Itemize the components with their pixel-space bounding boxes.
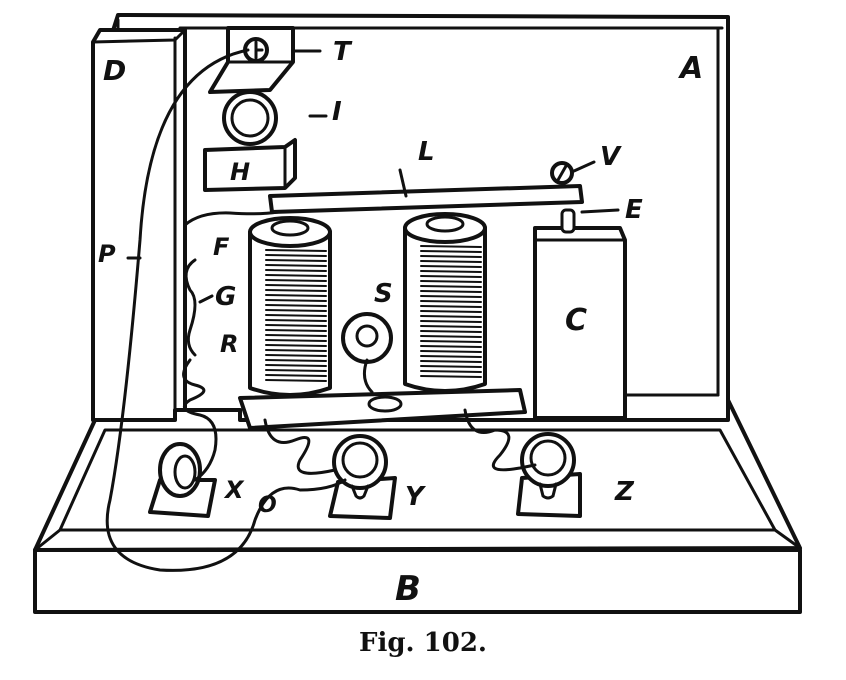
label-t: T	[333, 37, 353, 67]
coil-winding	[420, 360, 482, 363]
coil-winding	[420, 285, 482, 288]
coil-winding	[265, 299, 327, 302]
coil-winding	[420, 305, 482, 308]
label-h: H	[230, 158, 250, 186]
coil-winding	[265, 324, 327, 327]
coil-winding	[265, 329, 327, 332]
coil-winding	[420, 350, 482, 353]
coil-winding	[265, 309, 327, 312]
coil-winding	[420, 330, 482, 333]
coil-winding	[420, 280, 482, 283]
label-v: V	[600, 142, 622, 172]
coil-winding	[265, 359, 327, 362]
coil-winding	[265, 269, 327, 272]
coil-winding	[265, 369, 327, 372]
coil-winding	[265, 379, 327, 382]
binding-post-y	[328, 434, 397, 520]
coil-winding	[420, 320, 482, 323]
label-p: P	[98, 240, 116, 268]
label-s: S	[374, 279, 393, 309]
coil-winding	[420, 315, 482, 318]
coil-winding	[265, 354, 327, 357]
label-o: O	[258, 493, 277, 518]
coil-winding	[265, 374, 327, 377]
coil-winding	[420, 370, 482, 373]
coil-winding	[265, 319, 327, 322]
coil-winding	[265, 259, 327, 262]
coil-winding	[265, 294, 327, 297]
coil-winding	[265, 349, 327, 352]
binding-post-z	[516, 432, 582, 518]
bracket-assembly	[203, 26, 297, 192]
coil-winding	[265, 264, 327, 267]
coil-winding	[420, 255, 482, 258]
label-r: R	[220, 330, 238, 358]
coil-winding	[420, 260, 482, 263]
base-board	[33, 398, 802, 614]
coil-winding	[265, 249, 327, 252]
coil-winding	[420, 265, 482, 268]
label-g: G	[215, 282, 236, 312]
lever-armature	[268, 161, 584, 214]
coil-winding	[265, 279, 327, 282]
coil-winding	[420, 290, 482, 293]
label-y: Y	[405, 482, 427, 512]
leader-lines	[126, 49, 620, 304]
coil-winding	[420, 335, 482, 338]
coil-winding	[265, 274, 327, 277]
coil-platform	[238, 388, 527, 430]
label-x: X	[223, 476, 245, 504]
coil-winding	[265, 254, 327, 257]
coil-winding	[420, 270, 482, 273]
binding-post-x	[148, 442, 217, 518]
figure-caption: Fig. 102.	[359, 628, 487, 658]
coil-winding	[420, 325, 482, 328]
right-coil	[403, 212, 487, 393]
coil-winding	[265, 339, 327, 342]
terminal-s	[341, 312, 393, 394]
coil-winding	[265, 304, 327, 307]
coil-winding	[420, 310, 482, 313]
coil-winding	[420, 300, 482, 303]
coil-winding	[420, 340, 482, 343]
coil-winding	[265, 344, 327, 347]
label-f: F	[213, 233, 230, 261]
label-d: D	[103, 54, 126, 87]
left-coil	[248, 216, 332, 397]
label-c: C	[565, 303, 587, 338]
side-post	[91, 28, 187, 422]
wires	[105, 48, 537, 572]
label-a: A	[678, 51, 703, 86]
coil-winding	[265, 314, 327, 317]
label-b: B	[395, 569, 421, 609]
coil-winding	[420, 275, 482, 278]
coil-winding	[420, 375, 482, 378]
coil-winding	[420, 245, 482, 248]
coil-winding	[265, 284, 327, 287]
coil-winding	[420, 355, 482, 358]
label-z: Z	[614, 477, 635, 507]
coil-winding	[420, 250, 482, 253]
contact-block	[533, 208, 627, 420]
coil-winding	[420, 365, 482, 368]
label-i: I	[332, 97, 342, 127]
label-e: E	[625, 195, 643, 225]
coil-winding	[265, 334, 327, 337]
coil-winding	[420, 345, 482, 348]
coil-winding	[265, 364, 327, 367]
coil-winding	[265, 289, 327, 292]
label-l: L	[418, 137, 435, 167]
coil-winding	[420, 295, 482, 298]
